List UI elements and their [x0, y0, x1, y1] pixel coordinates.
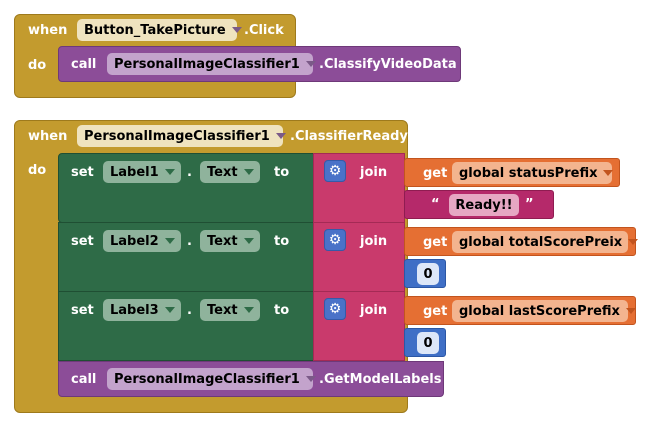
method-name: .ClassifyVideoData [319, 57, 457, 72]
get-keyword: get [423, 166, 448, 181]
to-keyword: to [274, 303, 290, 318]
component-name: PersonalImageClassifier1 [84, 128, 270, 144]
number-block[interactable]: 0 [404, 259, 446, 288]
quote-close: ” [525, 197, 534, 212]
call-keyword: call [71, 372, 97, 387]
variable-dropdown-button[interactable]: global totalScorePreix [452, 231, 639, 253]
set-label1-text-block[interactable]: set Label1 . Text to [58, 153, 314, 223]
text-value: Ready!! [455, 197, 513, 213]
number-block[interactable]: 0 [404, 328, 446, 357]
label3-dropdown-button[interactable]: Label3 [103, 299, 181, 321]
component-name: Button_TakePicture [84, 22, 226, 38]
chevron-down-icon [164, 169, 175, 175]
component-name: Label2 [110, 233, 159, 249]
get-keyword: get [423, 235, 448, 250]
join-keyword: join [360, 234, 388, 249]
component-name: PersonalImageClassifier1 [114, 56, 300, 72]
text-value-field[interactable]: Ready!! [449, 194, 519, 216]
chevron-down-icon [625, 308, 636, 314]
chevron-down-icon [305, 376, 316, 382]
call-classify-video-block[interactable]: call PersonalImageClassifier1 .ClassifyV… [58, 46, 461, 82]
get-last-score-block[interactable]: get global lastScorePrefix [404, 296, 636, 325]
join-keyword: join [360, 165, 388, 180]
label2-dropdown-button[interactable]: Label2 [103, 230, 181, 252]
variable-name: global lastScorePrefix [459, 303, 620, 319]
to-keyword: to [274, 234, 290, 249]
chevron-down-icon [603, 170, 614, 176]
variable-dropdown-button[interactable]: global statusPrefix [452, 162, 614, 184]
do-keyword: do [28, 163, 47, 178]
property-name: Text [207, 233, 238, 249]
set-keyword: set [71, 165, 94, 180]
component-dropdown-button[interactable]: Button_TakePicture [77, 19, 242, 41]
chevron-down-icon [164, 307, 175, 313]
when-keyword: when [28, 23, 68, 38]
join-block[interactable]: ⚙ join [313, 222, 405, 292]
get-keyword: get [423, 304, 448, 319]
dot-separator: . [187, 165, 192, 180]
set-keyword: set [71, 234, 94, 249]
number-value: 0 [423, 335, 433, 351]
label1-dropdown-button[interactable]: Label1 [103, 161, 181, 183]
property-dropdown-button[interactable]: Text [200, 161, 260, 183]
chevron-down-icon [628, 239, 639, 245]
event-name: .Click [244, 23, 284, 38]
component-name: Label1 [110, 164, 159, 180]
variable-name: global totalScorePreix [459, 234, 623, 250]
property-dropdown-button[interactable]: Text [200, 230, 260, 252]
variable-dropdown-button[interactable]: global lastScorePrefix [452, 300, 636, 322]
event-name: .ClassifierReady [290, 129, 408, 144]
gear-icon[interactable]: ⚙ [324, 298, 346, 320]
call-get-model-labels-block[interactable]: call PersonalImageClassifier1 .GetModelL… [58, 361, 444, 397]
chevron-down-icon [243, 307, 254, 313]
chevron-down-icon [243, 169, 254, 175]
chevron-down-icon [164, 238, 175, 244]
chevron-down-icon [275, 133, 286, 139]
chevron-down-icon [305, 61, 316, 67]
when-keyword: when [28, 129, 68, 144]
variable-name: global statusPrefix [459, 165, 598, 181]
set-keyword: set [71, 303, 94, 318]
gear-icon[interactable]: ⚙ [324, 160, 346, 182]
set-label3-text-block[interactable]: set Label3 . Text to [58, 291, 314, 361]
property-name: Text [207, 302, 238, 318]
component-name: Label3 [110, 302, 159, 318]
join-keyword: join [360, 303, 388, 318]
method-name: .GetModelLabels [319, 372, 442, 387]
property-name: Text [207, 164, 238, 180]
call-keyword: call [71, 57, 97, 72]
number-value-field[interactable]: 0 [417, 332, 439, 354]
get-status-prefix-block[interactable]: get global statusPrefix [404, 158, 620, 187]
to-keyword: to [274, 165, 290, 180]
dot-separator: . [187, 234, 192, 249]
join-block[interactable]: ⚙ join [313, 153, 405, 223]
component-dropdown-button[interactable]: PersonalImageClassifier1 [77, 125, 286, 147]
number-value-field[interactable]: 0 [417, 263, 439, 285]
quote-open: “ [431, 197, 440, 212]
do-keyword: do [28, 58, 47, 73]
chevron-down-icon [231, 27, 242, 33]
classifier-dropdown-button[interactable]: PersonalImageClassifier1 [107, 368, 316, 390]
get-total-score-block[interactable]: get global totalScorePreix [404, 227, 639, 256]
join-block[interactable]: ⚙ join [313, 291, 405, 361]
property-dropdown-button[interactable]: Text [200, 299, 260, 321]
number-value: 0 [423, 266, 433, 282]
text-ready-block[interactable]: “ Ready!! ” [404, 190, 554, 219]
gear-icon[interactable]: ⚙ [324, 229, 346, 251]
classifier-dropdown-button[interactable]: PersonalImageClassifier1 [107, 53, 316, 75]
set-label2-text-block[interactable]: set Label2 . Text to [58, 222, 314, 292]
dot-separator: . [187, 303, 192, 318]
chevron-down-icon [243, 238, 254, 244]
component-name: PersonalImageClassifier1 [114, 371, 300, 387]
